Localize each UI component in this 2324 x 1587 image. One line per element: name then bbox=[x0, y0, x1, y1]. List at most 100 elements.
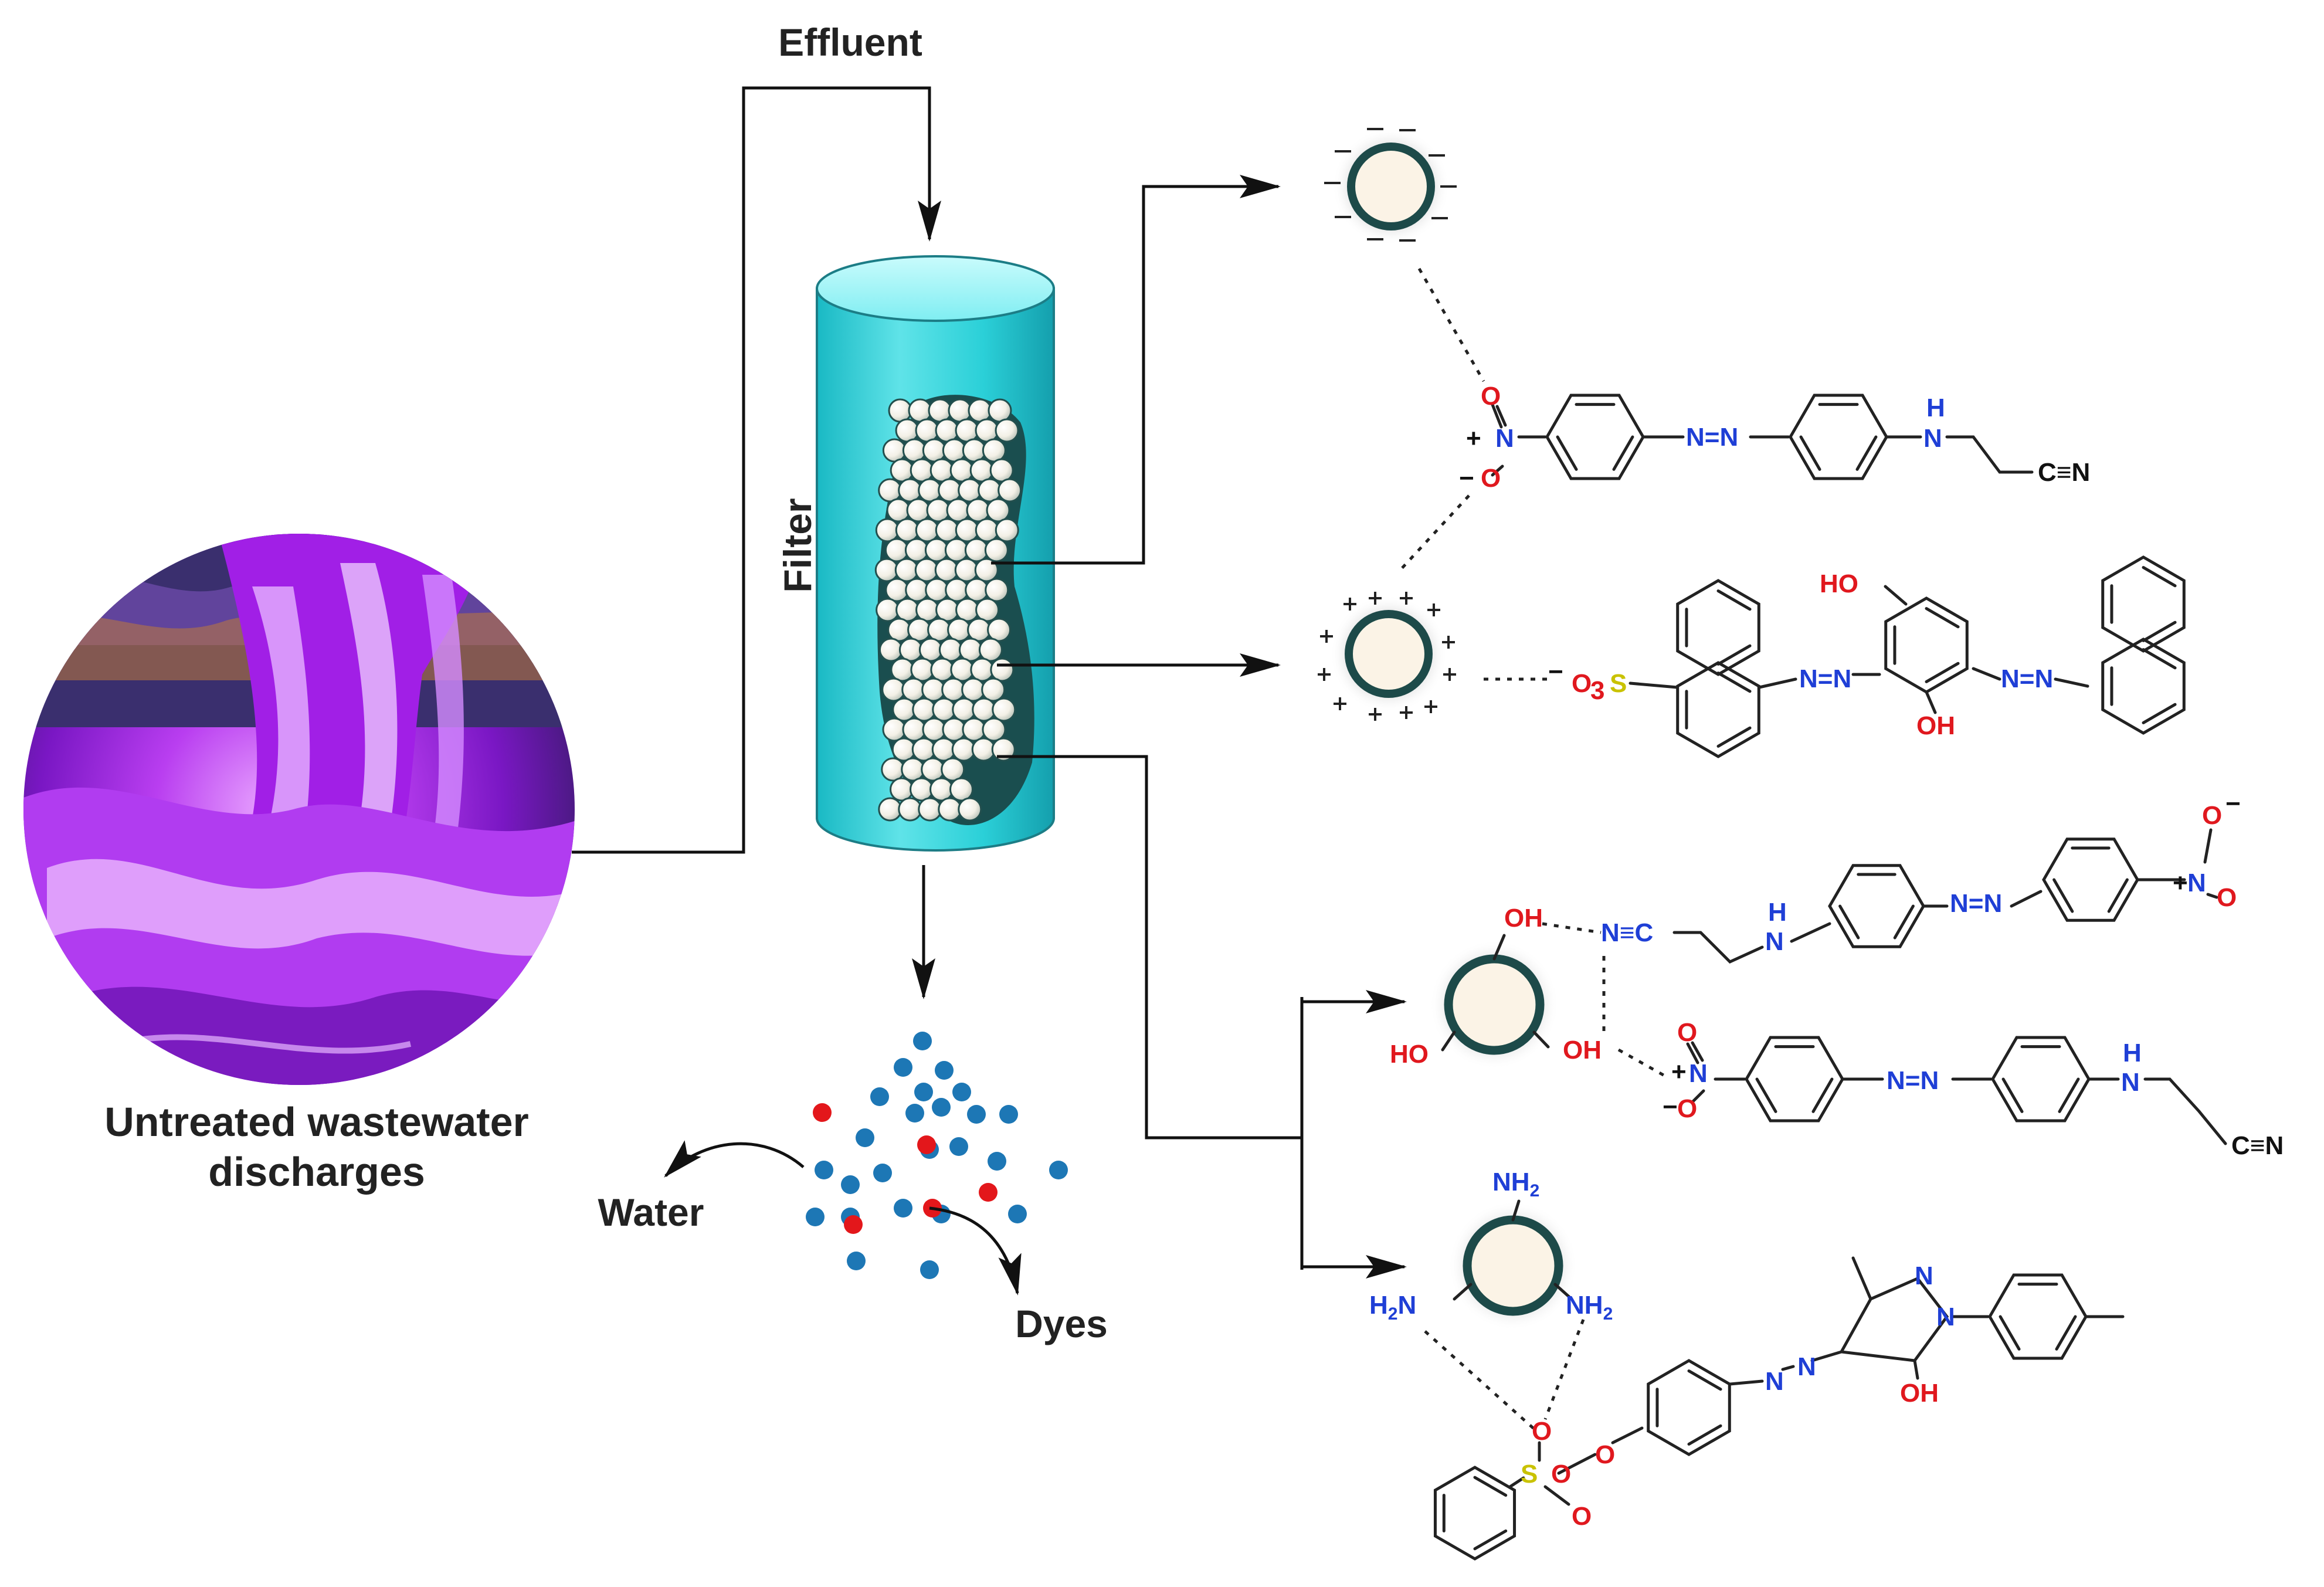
svg-text:H: H bbox=[1926, 394, 1945, 422]
svg-text:S: S bbox=[1610, 669, 1627, 698]
adsorbent-bead bbox=[935, 418, 959, 443]
hydroxyl-adsorbent-icon bbox=[1430, 934, 1559, 1069]
adsorbent-bead bbox=[935, 598, 960, 622]
water-particle bbox=[967, 1105, 986, 1124]
benzene-ring bbox=[1433, 1466, 1516, 1561]
adsorbent-bead bbox=[932, 697, 956, 722]
adsorbent-bead bbox=[874, 558, 899, 582]
dye-structure-4: O + N − O N=N H N C≡N bbox=[1663, 1018, 2284, 1160]
branch-functional-line bbox=[997, 755, 1302, 1140]
svg-text:N: N bbox=[2121, 1068, 2140, 1097]
adsorbent-bead bbox=[947, 618, 972, 642]
positive-charge bbox=[1400, 592, 1413, 605]
adsorbent-bead bbox=[989, 458, 1014, 483]
adsorbent-bead bbox=[998, 478, 1022, 503]
benzene-ring bbox=[1828, 864, 1925, 948]
dye-structure-1: O + N − O N=N H N C≡N bbox=[1459, 382, 2090, 493]
benzene-ring bbox=[1745, 1036, 1844, 1123]
adsorbent-bead bbox=[890, 657, 915, 682]
adsorbent-bead bbox=[949, 458, 974, 483]
adsorbent-bead bbox=[882, 717, 907, 742]
effluent-particles bbox=[806, 1032, 1068, 1279]
adsorbent-bead bbox=[928, 398, 952, 423]
adsorbent-bead bbox=[885, 578, 910, 602]
adsorbent-bead bbox=[946, 498, 971, 523]
positive-charge bbox=[1427, 603, 1440, 616]
adsorbent-bead bbox=[968, 398, 992, 423]
svg-text:N=N: N=N bbox=[1799, 664, 1851, 693]
adsorbent-bead bbox=[901, 757, 925, 782]
adsorbent-bead bbox=[955, 598, 980, 622]
adsorbent-bead bbox=[918, 478, 942, 503]
adsorbent-bead bbox=[954, 558, 979, 582]
adsorbent-bead bbox=[904, 538, 929, 562]
adsorbent-bead bbox=[908, 398, 932, 423]
water-particle bbox=[815, 1161, 833, 1179]
untreated-label-line2: discharges bbox=[208, 1149, 425, 1195]
svg-text:3: 3 bbox=[1590, 676, 1604, 705]
positive-charge bbox=[1443, 668, 1456, 681]
water-particle bbox=[952, 1083, 971, 1101]
adsorbent-bead bbox=[995, 518, 1019, 542]
adsorbent-bead bbox=[878, 797, 903, 822]
adsorbent-bead bbox=[958, 478, 982, 503]
adsorbent-bead bbox=[888, 398, 912, 423]
adsorbent-bead bbox=[988, 398, 1012, 423]
naphthalene-ring bbox=[2101, 555, 2186, 653]
adsorbent-bead bbox=[952, 697, 976, 722]
adsorbent-bead bbox=[878, 478, 903, 503]
adsorbent-bead bbox=[975, 518, 999, 542]
svg-text:OH: OH bbox=[1916, 711, 1955, 740]
adsorbent-bead bbox=[964, 538, 989, 562]
wastewater-photo bbox=[23, 534, 575, 1085]
water-arrow bbox=[664, 1140, 805, 1178]
adsorbent-bead bbox=[978, 478, 1002, 503]
adsorbent-bead bbox=[931, 737, 956, 762]
adsorbent-bead bbox=[914, 558, 939, 582]
adsorbent-bead bbox=[949, 777, 974, 802]
water-particle bbox=[1008, 1205, 1027, 1223]
adsorbent-bead bbox=[929, 777, 954, 802]
water-particle bbox=[932, 1098, 951, 1117]
adsorbent-bead bbox=[892, 697, 917, 722]
positive-charge bbox=[1400, 706, 1413, 719]
adsorbent-bead bbox=[992, 697, 1016, 722]
adsorbent-bead bbox=[948, 398, 972, 423]
adsorbent-bead bbox=[972, 697, 996, 722]
ho-label-left: HO bbox=[1390, 1040, 1429, 1069]
positive-charge bbox=[1369, 592, 1382, 605]
adsorbent-bead bbox=[982, 438, 1006, 463]
adsorbent-bead bbox=[890, 458, 914, 483]
adsorbent-bead bbox=[910, 458, 934, 483]
dye-particle bbox=[813, 1103, 832, 1122]
svg-text:O: O bbox=[1481, 382, 1501, 411]
svg-text:S: S bbox=[1521, 1460, 1538, 1488]
adsorbent-bead bbox=[911, 737, 936, 762]
filter-label: Filter bbox=[776, 498, 819, 592]
adsorbent-bead bbox=[938, 797, 962, 822]
adsorbent-bead bbox=[895, 518, 920, 542]
positive-charge bbox=[1318, 668, 1331, 681]
nh2-label-right: NH2 bbox=[1566, 1291, 1613, 1324]
adsorbent-bead bbox=[906, 498, 931, 523]
water-particle bbox=[999, 1105, 1018, 1124]
benzene-ring bbox=[1884, 596, 1969, 694]
adsorbent-bead bbox=[921, 757, 945, 782]
adsorbent-bead bbox=[962, 438, 986, 463]
adsorbent-bead bbox=[915, 418, 939, 443]
positive-charge bbox=[1369, 708, 1382, 721]
adsorbent-bead bbox=[955, 418, 979, 443]
water-particle bbox=[894, 1199, 912, 1218]
interaction-nh2-sulfonyl-1 bbox=[1424, 1330, 1538, 1432]
adsorbent-bead bbox=[935, 518, 959, 542]
adsorbent-bead bbox=[924, 538, 949, 562]
adsorbent-bead bbox=[881, 757, 905, 782]
svg-text:N: N bbox=[1797, 1352, 1816, 1381]
oh-label-top: OH bbox=[1504, 904, 1543, 932]
adsorbent-bead bbox=[876, 598, 900, 622]
adsorbent-bead bbox=[907, 618, 932, 642]
svg-text:O: O bbox=[1595, 1440, 1615, 1469]
svg-text:N: N bbox=[1936, 1303, 1955, 1331]
svg-text:O: O bbox=[1572, 669, 1592, 698]
svg-text:O: O bbox=[2202, 801, 2222, 830]
